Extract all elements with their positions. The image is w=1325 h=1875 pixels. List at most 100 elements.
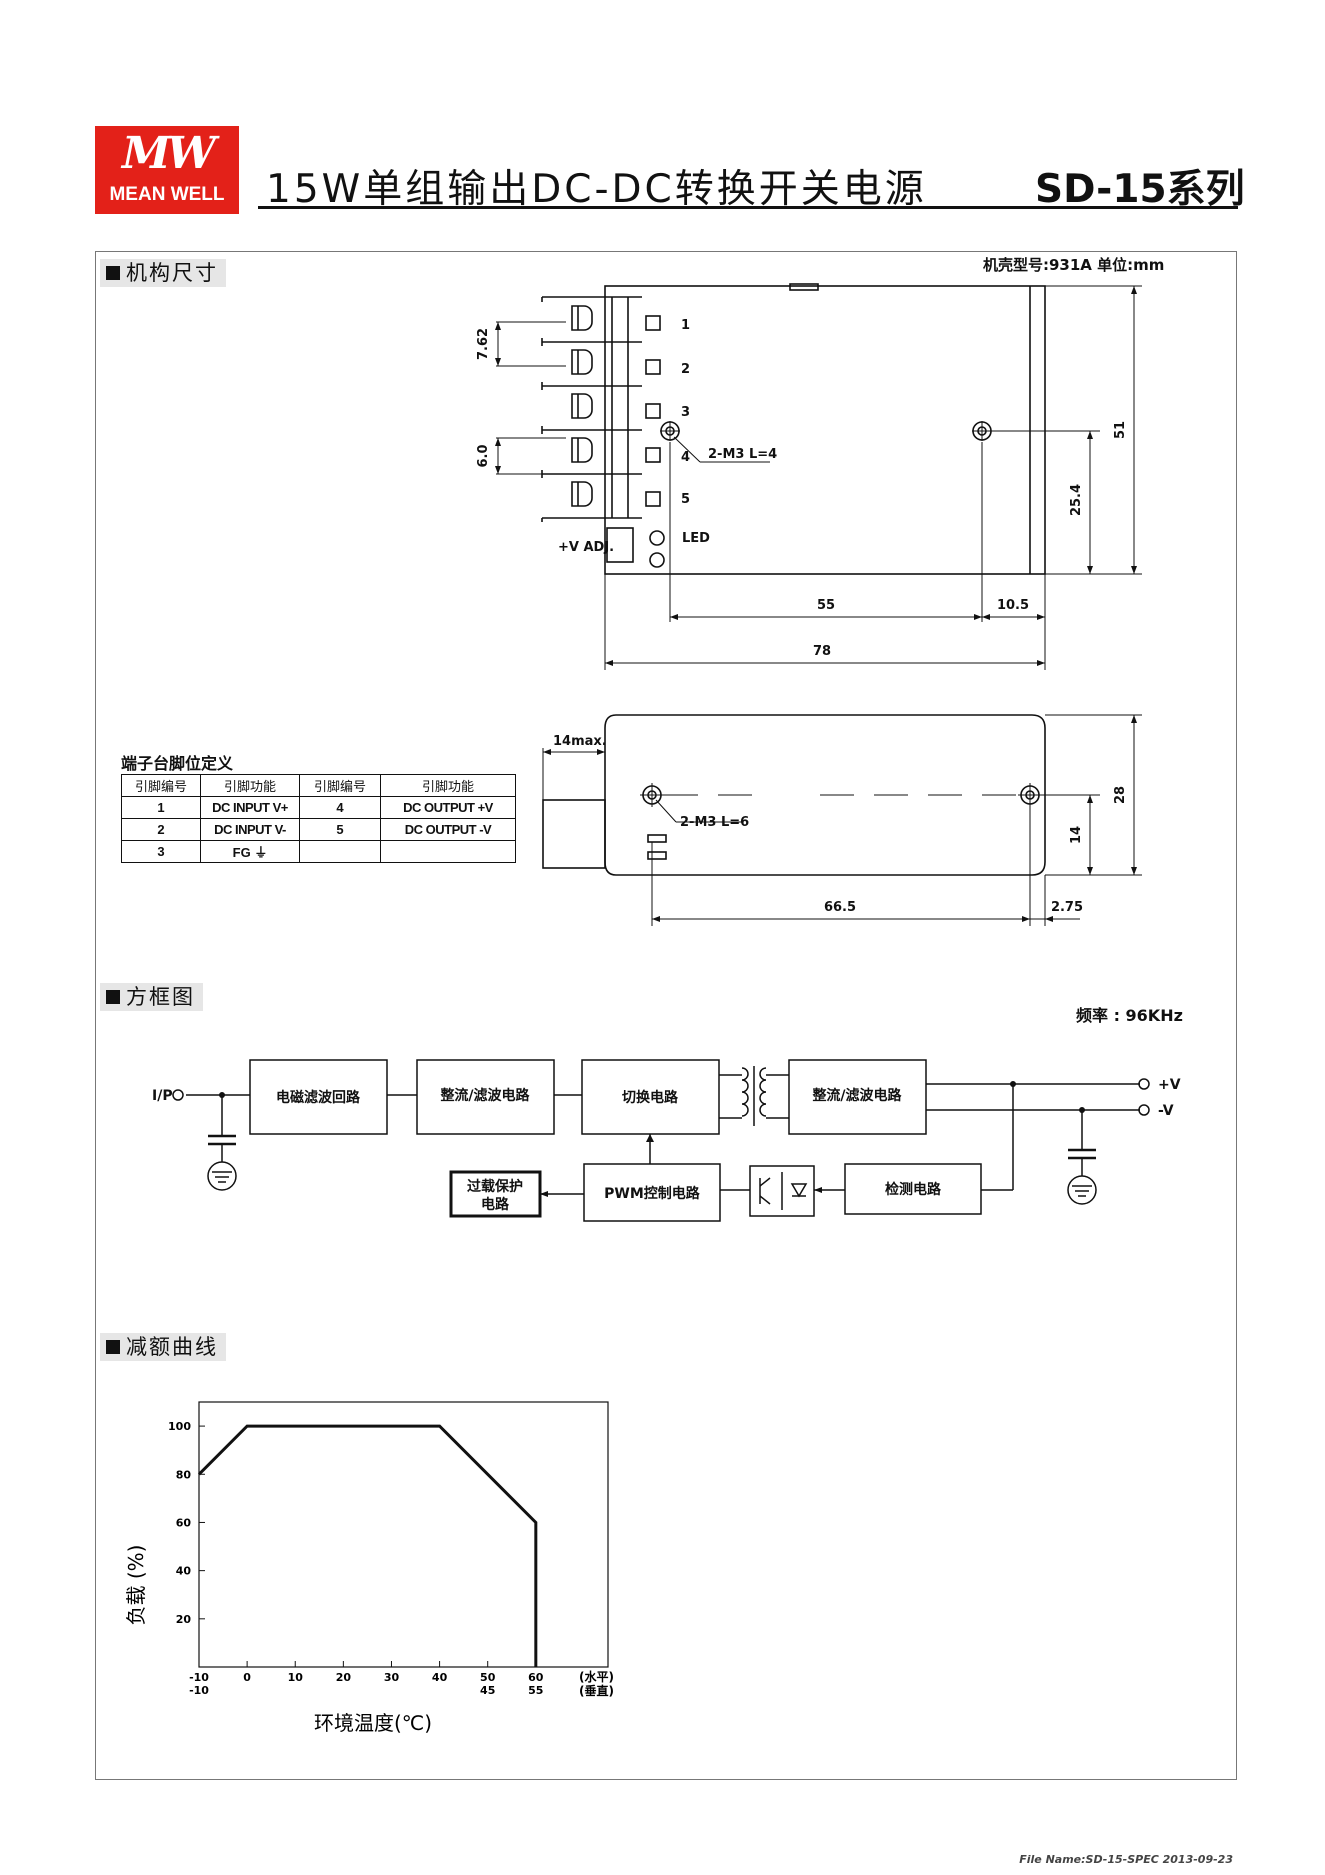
dim-55: 55 [817, 598, 835, 613]
dim-51: 51 [1113, 421, 1128, 439]
x-tick-label-vertical: 55 [528, 1684, 543, 1697]
chassis-side-view: 14max. 2-M3 L=6 28 14 66.5 2.75 [542, 714, 1142, 926]
dim-66-5: 66.5 [824, 900, 856, 915]
pin-table: 引脚编号 引脚功能 引脚编号 引脚功能 1 DC INPUT V+ 4 DC O… [121, 774, 516, 863]
pin-label-1: 1 [681, 318, 690, 333]
screw-label-top: 2-M3 L=4 [708, 447, 777, 462]
table-cell: DC INPUT V+ [200, 796, 300, 819]
switching-label: 切换电路 [622, 1089, 679, 1106]
led-indicator [649, 530, 665, 546]
table-cell [299, 840, 381, 863]
logo-mark: MW [121, 128, 216, 179]
series-name: SD-15系列 [1035, 167, 1245, 212]
ocp-label-2: 电路 [481, 1196, 510, 1213]
table-cell: 2 [121, 818, 201, 841]
screw-label-bottom: 2-M3 L=6 [680, 815, 749, 830]
table-cell: 1 [121, 796, 201, 819]
x-tick-label: 40 [432, 1671, 448, 1684]
logo-text: MEAN WELL [109, 184, 225, 205]
frequency-label: 频率 : 96KHz [1076, 1006, 1183, 1025]
pin-table-header-cell: 引脚功能 [380, 774, 516, 797]
pin-label-4: 4 [681, 450, 690, 465]
y-tick-label: 80 [176, 1468, 192, 1481]
mechanical-drawing: 1 2 3 4 5 +V ADJ. LED 2-M3 L=4 7.62 6.0 … [476, 256, 1164, 670]
derating-line [197, 1424, 538, 1667]
dim-14max: 14max. [553, 734, 607, 749]
y-axis-label: 负载 (%) [124, 1545, 148, 1626]
y-tick-label: 100 [168, 1420, 191, 1433]
table-cell: FG ⏚ [200, 840, 300, 863]
emi-filter-label: 电磁滤波回路 [276, 1089, 361, 1106]
x-tick-label-vertical: 45 [480, 1684, 495, 1697]
pin-label-2: 2 [681, 362, 690, 377]
dim-6-0: 6.0 [476, 444, 491, 467]
rectifier-block-1 [416, 1059, 555, 1135]
case-info: 机壳型号:931A 单位:mm [983, 256, 1164, 274]
table-cell: 5 [299, 818, 381, 841]
dim-10-5: 10.5 [997, 598, 1029, 613]
pin-table-header-cell: 引脚编号 [121, 774, 201, 797]
rectifier-label-1: 整流/滤波电路 [439, 1087, 530, 1104]
x-suffix-bottom: (垂直) [579, 1683, 614, 1698]
ocp-label-1: 过载保护 [467, 1178, 523, 1195]
pin-table-header-cell: 引脚功能 [200, 774, 300, 797]
detect-block [844, 1163, 982, 1215]
dim-2-75: 2.75 [1051, 900, 1083, 915]
chassis-top-view [604, 285, 1046, 575]
dim-78: 78 [813, 644, 831, 659]
section-block-diagram: 方框图 [100, 983, 203, 1011]
table-cell: DC INPUT V- [200, 818, 300, 841]
table-row: 2 DC INPUT V- 5 DC OUTPUT -V [121, 818, 516, 841]
pwm-label: PWM控制电路 [604, 1185, 701, 1202]
optocoupler [749, 1165, 815, 1217]
y-tick-label: 20 [176, 1613, 192, 1626]
table-cell: DC OUTPUT +V [380, 796, 516, 819]
detect-label: 检测电路 [885, 1181, 942, 1198]
dim-25-4: 25.4 [1069, 484, 1084, 516]
block-diagram: I/P +V -V 电磁滤波回路 整流/滤波电路 切换电路 整流/滤波电路 过载… [152, 1059, 1181, 1222]
section-mechanical: 机构尺寸 [100, 259, 226, 287]
output-neg-label: -V [1158, 1103, 1174, 1119]
pin-table-title: 端子台脚位定义 [121, 754, 234, 773]
x-tick-label: -10 [189, 1671, 209, 1684]
x-tick-label: 0 [243, 1671, 251, 1684]
table-row: 1 DC INPUT V+ 4 DC OUTPUT +V [121, 796, 516, 819]
table-cell [380, 840, 516, 863]
pin-label-5: 5 [681, 492, 690, 507]
input-label: I/P [152, 1088, 173, 1104]
mean-well-logo: MW MEAN WELL [95, 126, 239, 214]
pin-table-header: 引脚编号 引脚功能 引脚编号 引脚功能 [121, 774, 516, 797]
header-rule [258, 206, 1238, 209]
x-tick-label-vertical: -10 [189, 1684, 209, 1697]
table-row: 3 FG ⏚ [121, 840, 516, 863]
vadj-pot [606, 527, 634, 563]
plot-frame [198, 1401, 609, 1668]
latch-tab [789, 283, 819, 291]
table-cell: DC OUTPUT -V [380, 818, 516, 841]
pin-table-header-cell: 引脚编号 [299, 774, 381, 797]
pin-label-3: 3 [681, 405, 690, 420]
x-suffix-top: (水平) [579, 1669, 614, 1684]
file-name-footer: File Name:SD-15-SPEC 2013-09-23 [1019, 1853, 1233, 1866]
pwm-block [583, 1163, 721, 1222]
emi-filter-block [249, 1059, 388, 1135]
rectifier-block-2 [788, 1059, 927, 1135]
x-tick-label: 30 [384, 1671, 400, 1684]
table-cell: 3 [121, 840, 201, 863]
x-tick-label: 10 [288, 1671, 304, 1684]
table-cell: 4 [299, 796, 381, 819]
section-derating: 减额曲线 [100, 1333, 226, 1361]
x-tick-label: 50 [480, 1671, 496, 1684]
dim-14: 14 [1069, 826, 1084, 844]
x-tick-label: 60 [528, 1671, 544, 1684]
x-tick-label: 20 [336, 1671, 352, 1684]
content-frame [95, 251, 1237, 1780]
rectifier-label-2: 整流/滤波电路 [811, 1087, 902, 1104]
dim-7-62: 7.62 [476, 328, 491, 360]
y-tick-label: 40 [176, 1565, 192, 1578]
page-title: 15W单组输出DC-DC转换开关电源 [266, 167, 927, 212]
x-axis-label: 环境温度(℃) [314, 1711, 432, 1735]
output-pos-label: +V [1158, 1077, 1181, 1093]
led-label: LED [682, 531, 710, 546]
